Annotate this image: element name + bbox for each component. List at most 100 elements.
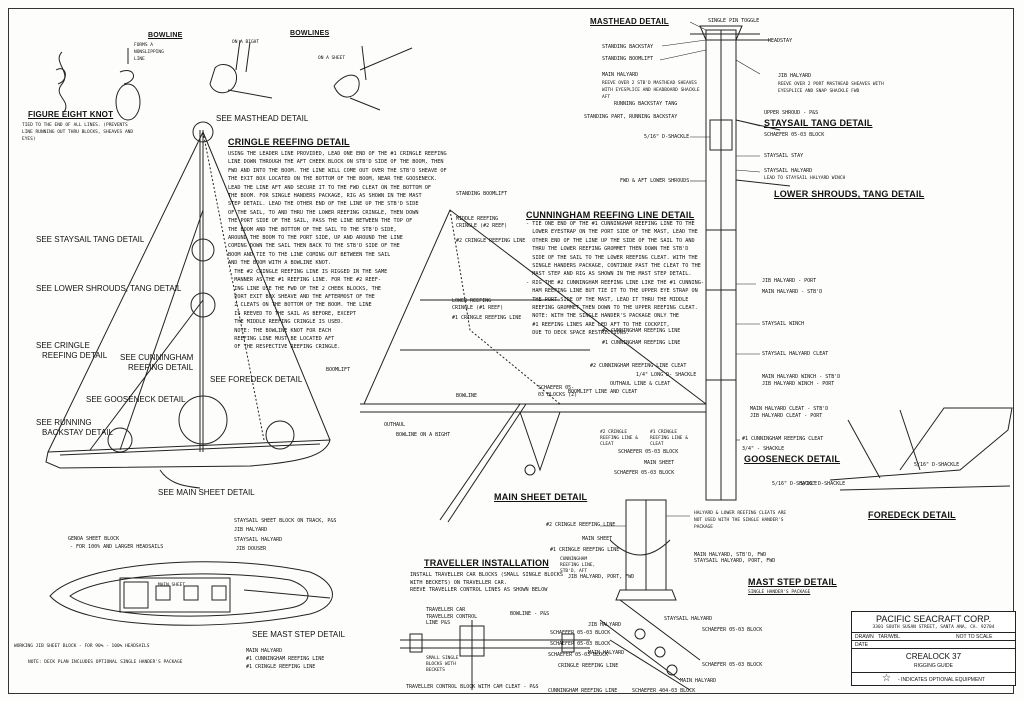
- boomlift-label: BOOMLIFT: [326, 367, 351, 373]
- legend-text: - INDICATES OPTIONAL EQUIPMENT: [898, 677, 985, 683]
- mast-step-cunningham-label: CUNNINGHAM REEFING LINE, STB'D, AFT: [560, 557, 596, 574]
- lower-shrouds-tang-heading: LOWER SHROUDS, TANG DETAIL: [774, 189, 925, 199]
- main-sheet-detail-heading: MAIN SHEET DETAIL: [494, 492, 588, 502]
- staysail-halyard-label: STAYSAIL HALYARD: [764, 168, 813, 174]
- cockpit-main-halyard-label: MAIN HALYARD: [588, 650, 625, 656]
- traveller-heading: TRAVELLER INSTALLATION: [424, 558, 549, 568]
- mast-step-cringle-2-label: #2 CRINGLE REEFING LINE: [546, 522, 616, 528]
- mast-step-subheading: SINGLE HANDER'S PACKAGE: [748, 590, 811, 595]
- upper-shroud-label: UPPER SHROUD - P&S: [764, 110, 819, 116]
- deck-cringle-1-label: #1 CRINGLE REEFING LINE: [246, 664, 316, 670]
- schaefer-blocks-label: SCHAEFER 05-03 BLOCKS (2): [538, 385, 578, 398]
- figure-eight-note: TIED TO THE END OF ALL LINES. (PREVENTS …: [22, 123, 134, 142]
- main-halyard-winch-label: MAIN HALYARD WINCH - STB'D: [762, 374, 841, 380]
- d-shackle-516-label: 5/16" D-SHACKLE: [772, 481, 818, 487]
- cockpit-schaefer-2-label: SCHAEFER 05-03 BLOCK: [702, 627, 763, 633]
- see-cunningham-label-1: SEE CUNNINGHAM: [120, 353, 194, 362]
- deck-cunningham-1-label: #1 CUNNINGHAM REEFING LINE: [246, 656, 325, 662]
- jib-halyard-note: REEVE OVER 2 PORT MASTHEAD SHEAVES WITH …: [778, 82, 884, 94]
- cockpit-cringle-line-label: CRINGLE REEFING LINE: [558, 663, 619, 669]
- bowline-label: BOWLINE: [148, 32, 183, 39]
- cockpit-staysail-halyard-label: STAYSAIL HALYARD: [664, 616, 713, 622]
- mast-step-heading: MAST STEP DETAIL: [748, 577, 837, 587]
- cringle-heading: CRINGLE REEFING DETAIL: [228, 137, 350, 147]
- mast-section-illustration: [690, 25, 791, 501]
- bowline-knot-illustration: [115, 48, 141, 121]
- see-lower-shrouds-label: SEE LOWER SHROUDS, TANG DETAIL: [36, 284, 182, 293]
- cockpit-schaefer-4-label: SCHAEFER 05-03 BLOCK: [702, 662, 763, 668]
- staysail-halyard-cleat-label: STAYSAIL HALYARD CLEAT: [762, 351, 829, 357]
- title-block: PACIFIC SEACRAFT CORP. 3301 SOUTH SUSAN …: [851, 611, 1016, 686]
- bowlines-label: BOWLINES: [290, 30, 330, 37]
- main-halyard-cleat-label: MAIN HALYARD CLEAT - STB'D: [750, 406, 829, 412]
- traveller-cam-cleat-label: TRAVELLER CONTROL BLOCK WITH CAM CLEAT -…: [406, 684, 539, 690]
- staysail-stay-label: STAYSAIL STAY: [764, 153, 804, 159]
- see-mast-step-label: SEE MAST STEP DETAIL: [252, 630, 345, 639]
- see-main-sheet-label: SEE MAIN SHEET DETAIL: [158, 488, 255, 497]
- cringle-2-cleat-label: #2 CRINGLE REEFING LINE & CLEAT: [600, 430, 638, 447]
- jib-halyard-label: JIB HALYARD: [778, 73, 812, 79]
- sailboat-profile-illustration: [45, 121, 331, 489]
- working-jib-label: WORKING JIB SHEET BLOCK - FOR 90% - 100%…: [14, 644, 150, 649]
- cringle-1-line-label: #1 CRINGLE REEFING LINE: [452, 315, 522, 321]
- jib-halyard-cleat-label: JIB HALYARD CLEAT - PORT: [750, 413, 823, 419]
- leader-lines: [600, 21, 761, 527]
- boomlift-cleat-label: BOOMLIFT LINE AND CLEAT: [568, 389, 638, 395]
- bowline-on-a-bight-illustration: [209, 39, 273, 99]
- scale-note: NOT TO SCALE: [956, 634, 993, 640]
- bowline-bight-label: BOWLINE ON A BIGHT: [396, 432, 451, 438]
- see-cunningham-label-2: REEFING DETAIL: [128, 363, 194, 372]
- mast-step-illustration: [609, 499, 677, 601]
- staysail-winch-label: STAYSAIL WINCH: [762, 321, 805, 327]
- bowline-sublabel: FORMS A NONSLIPPING LINE: [134, 43, 164, 62]
- running-backstay-tang-label: RUNNING BACKSTAY TANG: [614, 101, 678, 107]
- bowline-on-a-sheet-illustration: [333, 45, 413, 111]
- sheet-title: RIGGING GUIDE: [914, 663, 953, 669]
- staysail-tang-heading: STAYSAIL TANG DETAIL: [764, 118, 873, 128]
- cringle-1-cleat-label: #1 CRINGLE REEFING LINE & CLEAT: [650, 430, 688, 447]
- standing-boomlift-label: STANDING BOOMLIFT: [456, 191, 508, 197]
- mast-step-jib-halyard-label: JIB HALYARD, PORT, FWD: [568, 574, 635, 580]
- deck-staysail-halyard-label: STAYSAIL HALYARD: [234, 537, 283, 543]
- schaefer-block-mast-label: SCHAEFER 05-03 BLOCK: [764, 132, 825, 138]
- see-foredeck-label: SEE FOREDECK DETAIL: [210, 375, 303, 384]
- main-sheet-mast-label: MAIN SHEET: [644, 460, 675, 466]
- main-halyard-stbd-label: MAIN HALYARD - STB'D: [762, 289, 823, 295]
- cockpit-schaefer-1-label: SCHAEFER 05-03 BLOCK: [550, 630, 611, 636]
- cockpit-cunningham-line-label: CUNNINGHAM REEFING LINE: [548, 688, 618, 694]
- genoa-note-label: - FOR 100% AND LARGER HEADSAILS: [70, 544, 164, 550]
- headstay-label: HEADSTAY: [768, 38, 793, 44]
- see-masthead-label: SEE MASTHEAD DETAIL: [216, 114, 309, 123]
- lower-cringle-label: LOWER REEFING CRINGLE (#1 REEF): [452, 298, 504, 311]
- mast-step-halyard-note: HALYARD & LOWER REEFING CLEATS ARE NOT U…: [694, 511, 787, 530]
- bowline-boom-label: BOWLINE: [456, 393, 478, 399]
- traveller-installation-illustration: [400, 620, 590, 690]
- on-a-bight-label: ON A BIGHT: [232, 40, 260, 45]
- foredeck-illustration: [829, 407, 1013, 491]
- traveller-bowline-label: BOWLINE - P&S: [510, 611, 550, 617]
- drawing-border: [8, 8, 1014, 694]
- masthead-detail-heading: MASTHEAD DETAIL: [590, 17, 669, 26]
- deck-main-sheet-label: MAIN SHEET: [158, 583, 186, 588]
- cunningham-2-label: #2 CUNNINGHAM REEFING LINE: [602, 328, 681, 334]
- deck-plan-illustration: [49, 561, 333, 626]
- deck-jib-halyard-label: JIB HALYARD: [234, 527, 268, 533]
- foredeck-heading: FOREDECK DETAIL: [868, 510, 956, 520]
- schaefer-block-3-label: SCHAEFER 05-03 BLOCK: [614, 470, 675, 476]
- see-running-label-2: BACKSTAY DETAIL: [42, 428, 113, 437]
- long-shackle-label: 1/4" LONG D- SHACKLE: [636, 372, 697, 378]
- foredeck-shackle-2-label: 5/16" D-SHACKLE: [800, 481, 846, 487]
- standing-boomlift-mast-label: STANDING BOOMLIFT: [602, 56, 654, 62]
- standing-part-label: STANDING PART, RUNNING BACKSTAY: [584, 114, 678, 120]
- traveller-car-label: TRAVELLER CAR: [426, 607, 466, 613]
- single-pin-toggle-label: SINGLE PIN TOGGLE: [708, 18, 760, 24]
- see-cringle-label-2: REEFING DETAIL: [42, 351, 108, 360]
- traveller-control-line-label: TRAVELLER CONTROL LINE P&S: [426, 614, 478, 626]
- fwd-aft-lower-shrouds-label: FWD & AFT LOWER SHROUDS: [620, 178, 690, 184]
- jib-douser-label: JIB DOUSER: [236, 546, 267, 552]
- see-gooseneck-label: SEE GOOSENECK DETAIL: [86, 395, 186, 404]
- boom-and-sail-illustration: [360, 209, 707, 523]
- jib-halyard-port-label: JIB HALYARD - PORT: [762, 278, 817, 284]
